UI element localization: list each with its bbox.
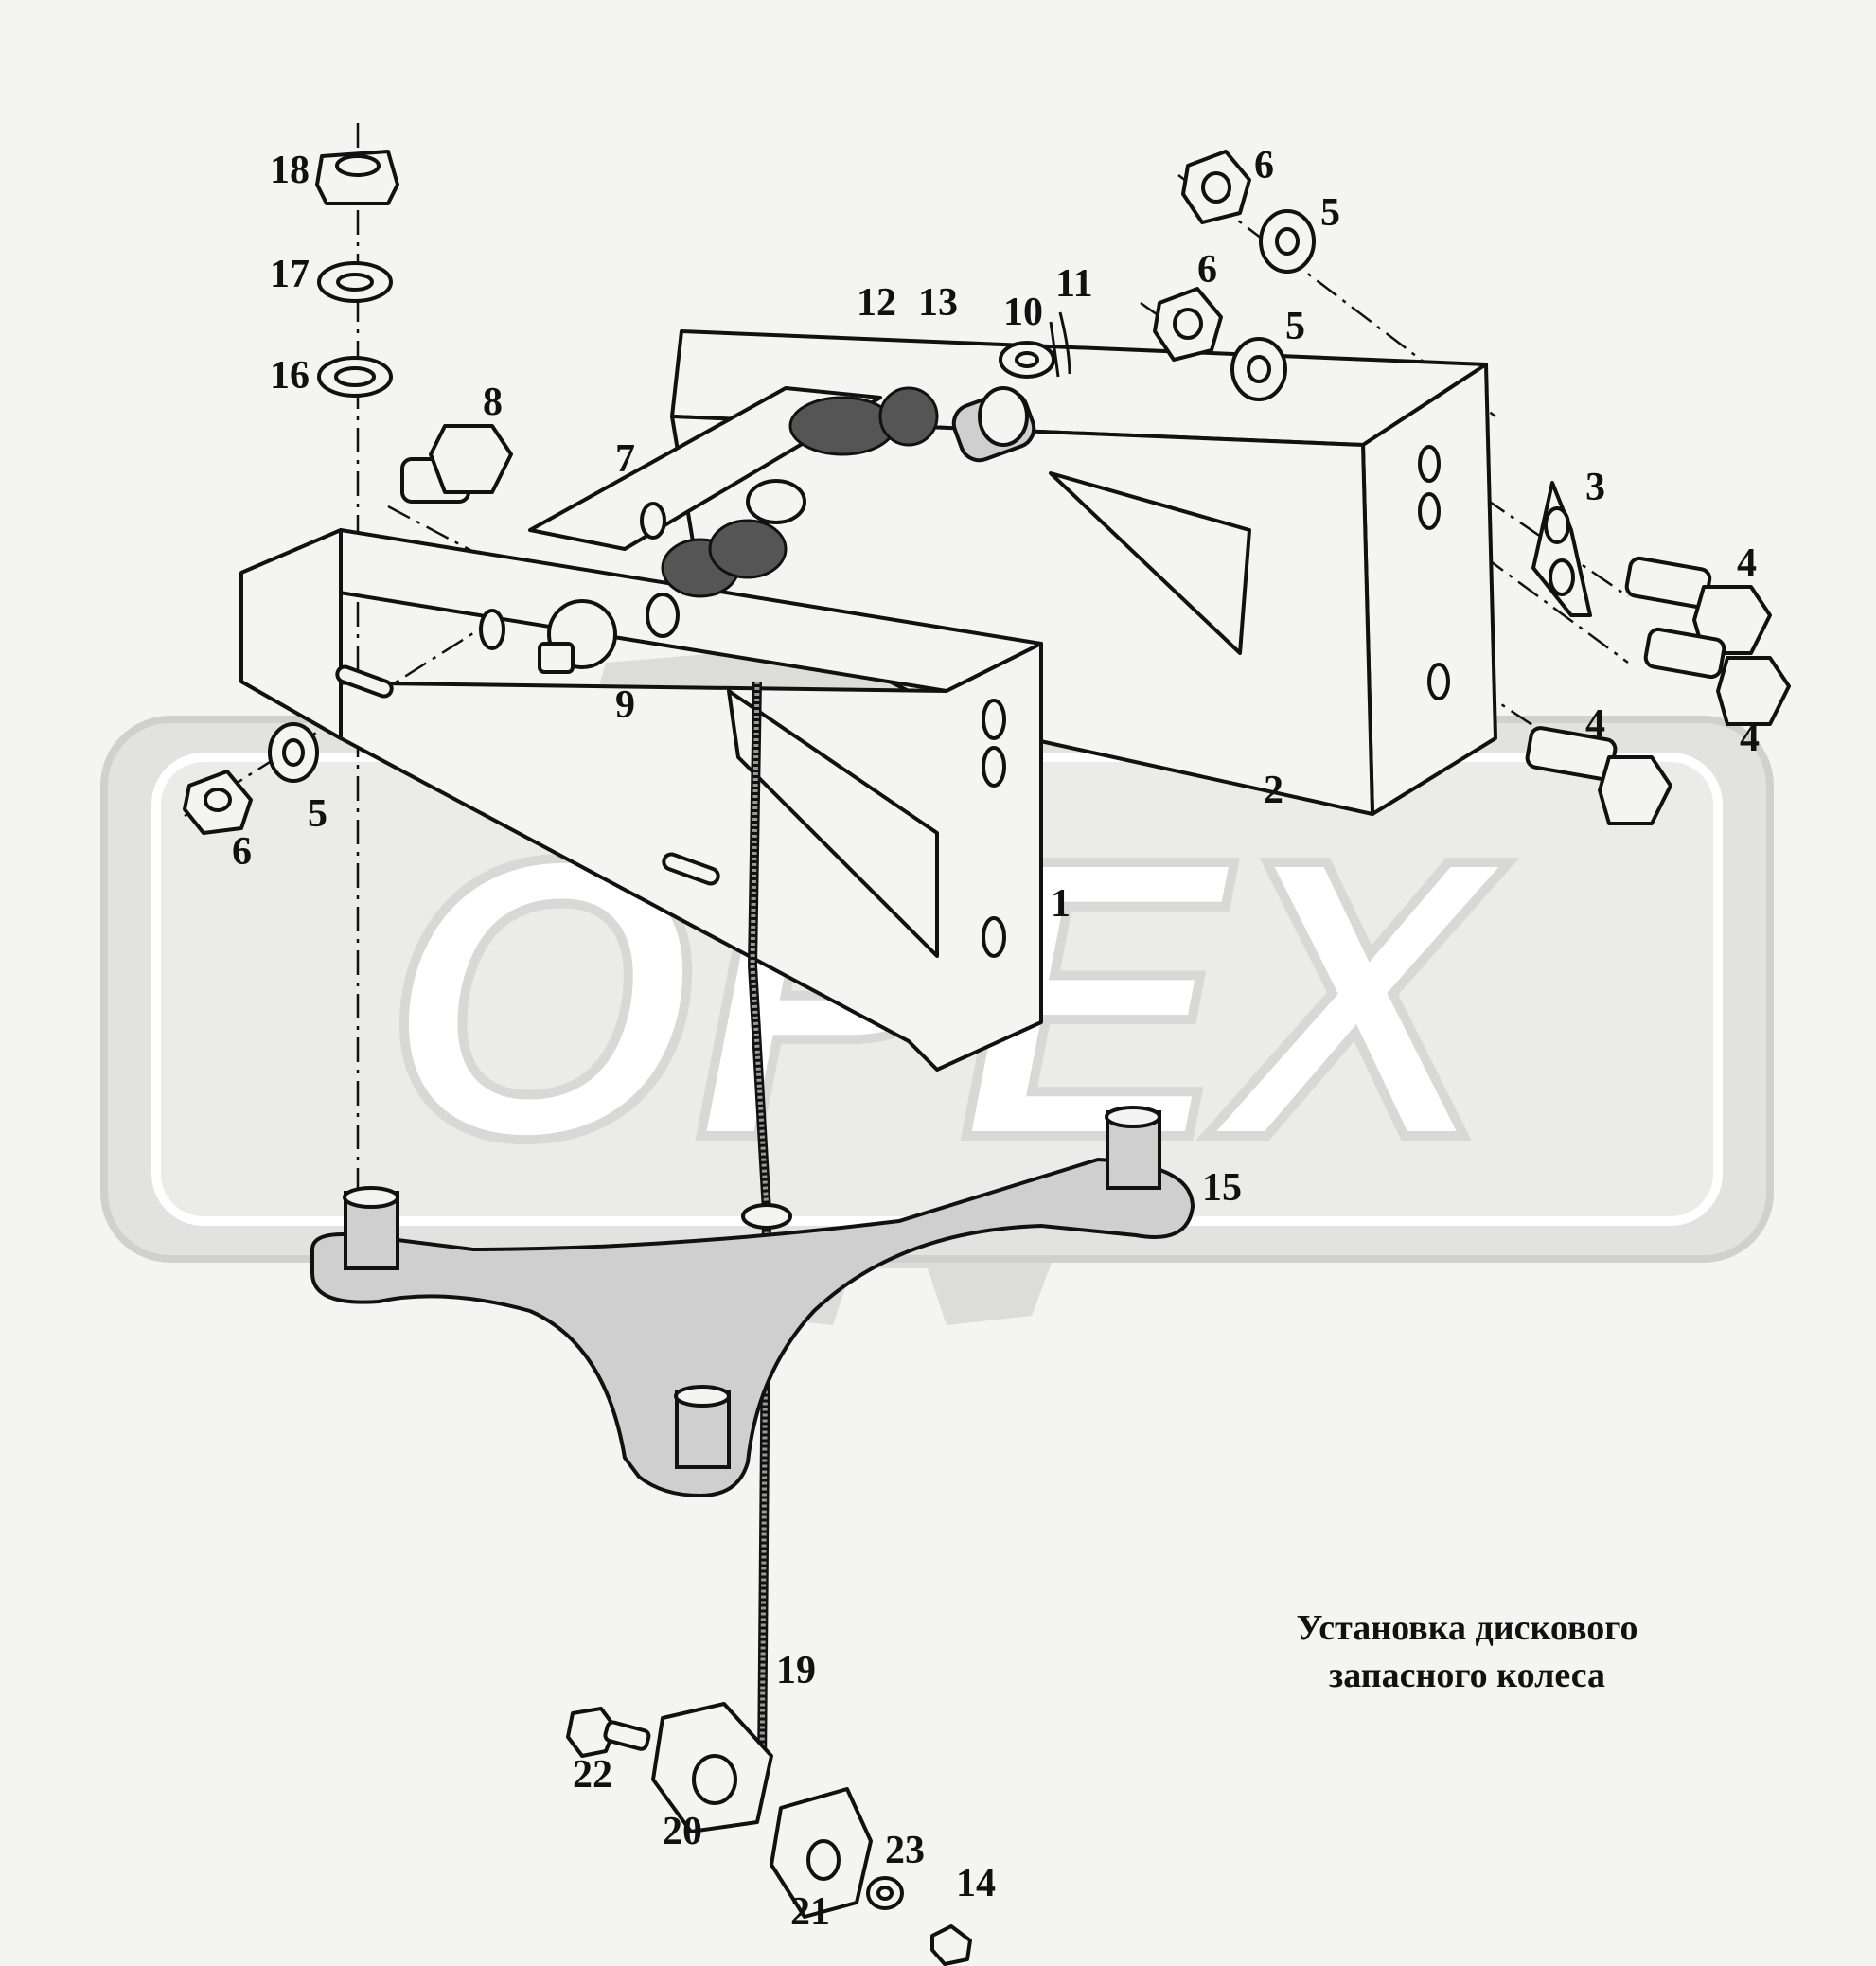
part-6-nut-left (183, 770, 253, 835)
callout-16: 16 (270, 354, 310, 398)
part-10-washer (999, 341, 1055, 379)
part-22-bolt (566, 1707, 651, 1758)
callout-9: 9 (615, 683, 635, 727)
part-4-bolt-a (1624, 556, 1772, 655)
caption-line-2: запасного колеса (1329, 1656, 1605, 1695)
callout-17: 17 (270, 253, 310, 296)
callout-7: 7 (615, 437, 635, 481)
part-2-bracket-rear (670, 329, 1497, 816)
callout-8: 8 (483, 381, 503, 424)
part-4-bolt-b (1643, 627, 1791, 726)
callout-4b: 4 (1740, 717, 1760, 760)
part-6-nut-right-lower (1153, 287, 1223, 362)
part-4-bolt-c (1525, 726, 1672, 825)
callout-2: 2 (1264, 769, 1283, 812)
part-14-nut (930, 1924, 972, 1966)
callout-23: 23 (885, 1829, 925, 1872)
callout-4a: 4 (1737, 541, 1757, 585)
part-5-washer-left (268, 722, 319, 783)
callout-10: 10 (1003, 291, 1043, 334)
part-13-drum (951, 386, 1036, 463)
callout-1: 1 (1051, 882, 1071, 926)
callout-22: 22 (573, 1753, 612, 1797)
callout-6a: 6 (1254, 144, 1274, 187)
part-5-washer-right-lower (1230, 337, 1287, 401)
part-21-clamp-plate (770, 1787, 873, 1919)
callout-21: 21 (790, 1890, 830, 1934)
watermark: OPEX (100, 568, 1774, 1325)
callout-3: 3 (1585, 466, 1605, 509)
callout-15: 15 (1202, 1166, 1242, 1210)
callout-19: 19 (776, 1649, 816, 1692)
part-23-washer (866, 1876, 904, 1910)
part-8-bolt (400, 424, 513, 504)
part-5-washer-right-upper (1259, 209, 1316, 274)
axis-bolt-4a (1447, 471, 1629, 598)
callout-13: 13 (918, 281, 958, 325)
stud-center (674, 1385, 731, 1469)
part-11-cotter-pin (1049, 311, 1071, 378)
part-9-cap (538, 599, 617, 674)
part-18-nut (315, 150, 399, 205)
callout-11: 11 (1055, 262, 1093, 306)
stud-right (1105, 1106, 1161, 1190)
stud-left (343, 1186, 399, 1270)
callout-5c: 5 (308, 792, 327, 836)
callout-14: 14 (956, 1862, 996, 1905)
part-20-clamp-plate (651, 1702, 773, 1833)
callout-20: 20 (663, 1810, 702, 1853)
part-19-cable (741, 681, 792, 1771)
part-3-plate (1531, 481, 1592, 617)
part-12-ratchet-gear (661, 386, 939, 598)
callout-6c: 6 (232, 830, 252, 874)
callout-6b: 6 (1197, 248, 1217, 292)
callout-5a: 5 (1320, 191, 1340, 235)
callout-4c: 4 (1585, 702, 1605, 746)
callout-5b: 5 (1285, 305, 1305, 348)
part-15-wheel-holder (310, 1106, 1195, 1498)
axis-bolt-4b (1447, 528, 1629, 664)
part-16-washer (317, 356, 393, 398)
callout-18: 18 (270, 149, 310, 192)
part-17-washer (317, 261, 393, 303)
part-6-nut-right-upper (1181, 150, 1251, 224)
caption-line-1: Установка дискового (1296, 1608, 1637, 1648)
part-1-bracket-front (239, 528, 1043, 1072)
callout-12: 12 (857, 281, 896, 325)
